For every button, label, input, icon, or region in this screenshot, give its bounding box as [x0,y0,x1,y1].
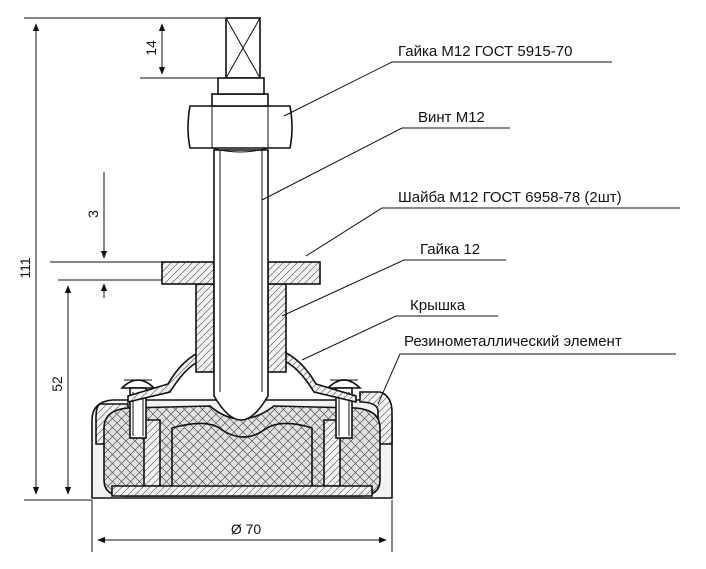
dim-diameter: Ø 70 [231,521,262,537]
dim-thickness-3: 3 [85,210,101,218]
label-nut-m12: Гайка M12 ГОСТ 5915-70 [398,43,572,60]
label-element: Резинометаллический элемент [404,333,622,350]
dim-thread-14: 14 [143,40,159,56]
label-screw-m12: Винт M12 [418,109,485,126]
label-washer: Шайба M12 ГОСТ 6958-78 (2шт) [398,189,622,206]
dim-height-52: 52 [49,376,65,392]
screw-m12 [213,149,269,421]
rubber-metal-element [91,391,393,499]
dimension-lines [24,17,393,552]
label-nut-12: Гайка 12 [420,241,480,258]
square-end [217,17,265,95]
leader-lines [261,61,680,405]
label-cover: Крышка [410,297,466,314]
dim-total-height: 111 [17,257,33,278]
cover [127,351,357,404]
nut-m12 [187,93,293,153]
